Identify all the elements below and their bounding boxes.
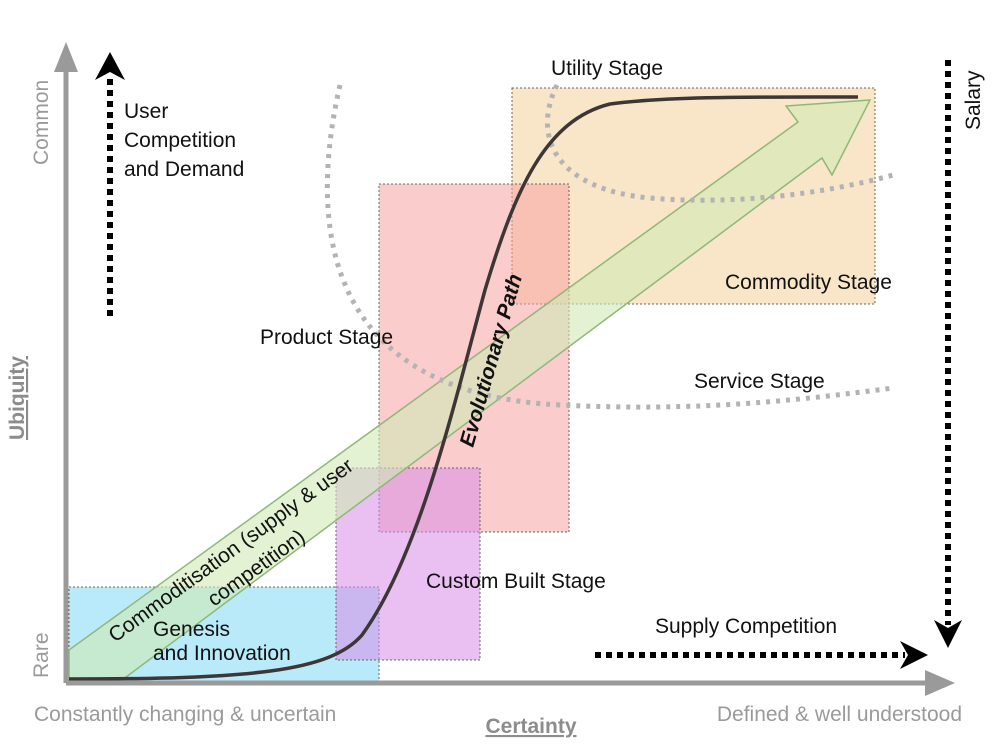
x-axis-title: Certainty: [485, 715, 576, 738]
genesis-stage-label-line1: Genesis: [153, 618, 230, 641]
x-axis-right-label: Defined & well understood: [717, 703, 962, 726]
service-arc: [324, 84, 894, 410]
genesis-stage-label-line2: and Innovation: [153, 642, 291, 665]
x-axis-left-label: Constantly changing & uncertain: [34, 703, 336, 726]
salary-arrowhead: [934, 620, 962, 648]
service-stage-label: Service Stage: [694, 370, 825, 393]
user-competition-label-line1: User: [124, 100, 168, 123]
y-axis-arrowhead: [54, 42, 78, 72]
utility-arc: [545, 83, 894, 203]
product-stage-label: Product Stage: [260, 326, 393, 349]
user-competition-arrowhead: [95, 52, 125, 80]
y-axis-title: Ubiquity: [6, 356, 29, 440]
supply-competition-arrowhead: [900, 641, 928, 669]
supply-competition-label: Supply Competition: [655, 615, 837, 638]
commodity-stage-label: Commodity Stage: [725, 271, 892, 294]
x-axis-arrowhead: [925, 670, 955, 696]
utility-stage-label: Utility Stage: [551, 57, 663, 80]
salary-label: Salary: [962, 70, 985, 130]
user-competition-label-line3: and Demand: [124, 158, 244, 181]
evolutionary-path-curve: [68, 95, 859, 681]
custom-built-stage-label: Custom Built Stage: [426, 570, 606, 593]
user-competition-label-line2: Competition: [124, 129, 236, 152]
y-axis-bottom-label: Rare: [30, 632, 53, 678]
y-axis-top-label: Common: [30, 80, 53, 165]
